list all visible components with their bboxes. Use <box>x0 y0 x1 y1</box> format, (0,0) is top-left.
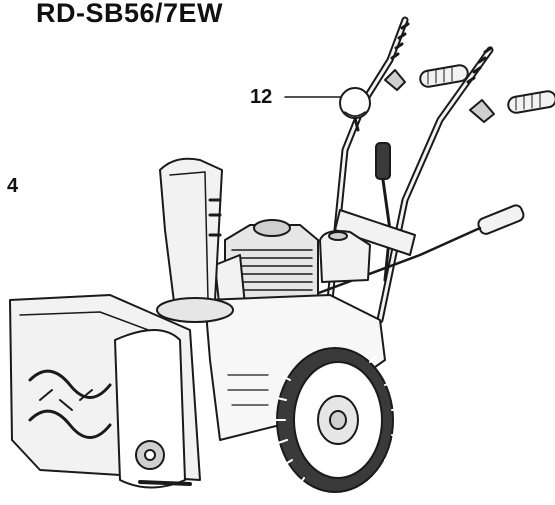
callout-4-number: 4 <box>7 175 19 197</box>
auger-housing <box>9 294 201 489</box>
hand-grips <box>384 64 555 123</box>
engine <box>214 219 371 320</box>
shift-lever <box>375 142 392 282</box>
discharge-chute <box>156 157 234 323</box>
model-title: RD-SB56/7EW <box>36 0 224 28</box>
control-panel <box>334 209 416 256</box>
callout-12-number: 12 <box>250 86 273 108</box>
wheel <box>275 347 402 493</box>
round-knob <box>339 87 371 132</box>
